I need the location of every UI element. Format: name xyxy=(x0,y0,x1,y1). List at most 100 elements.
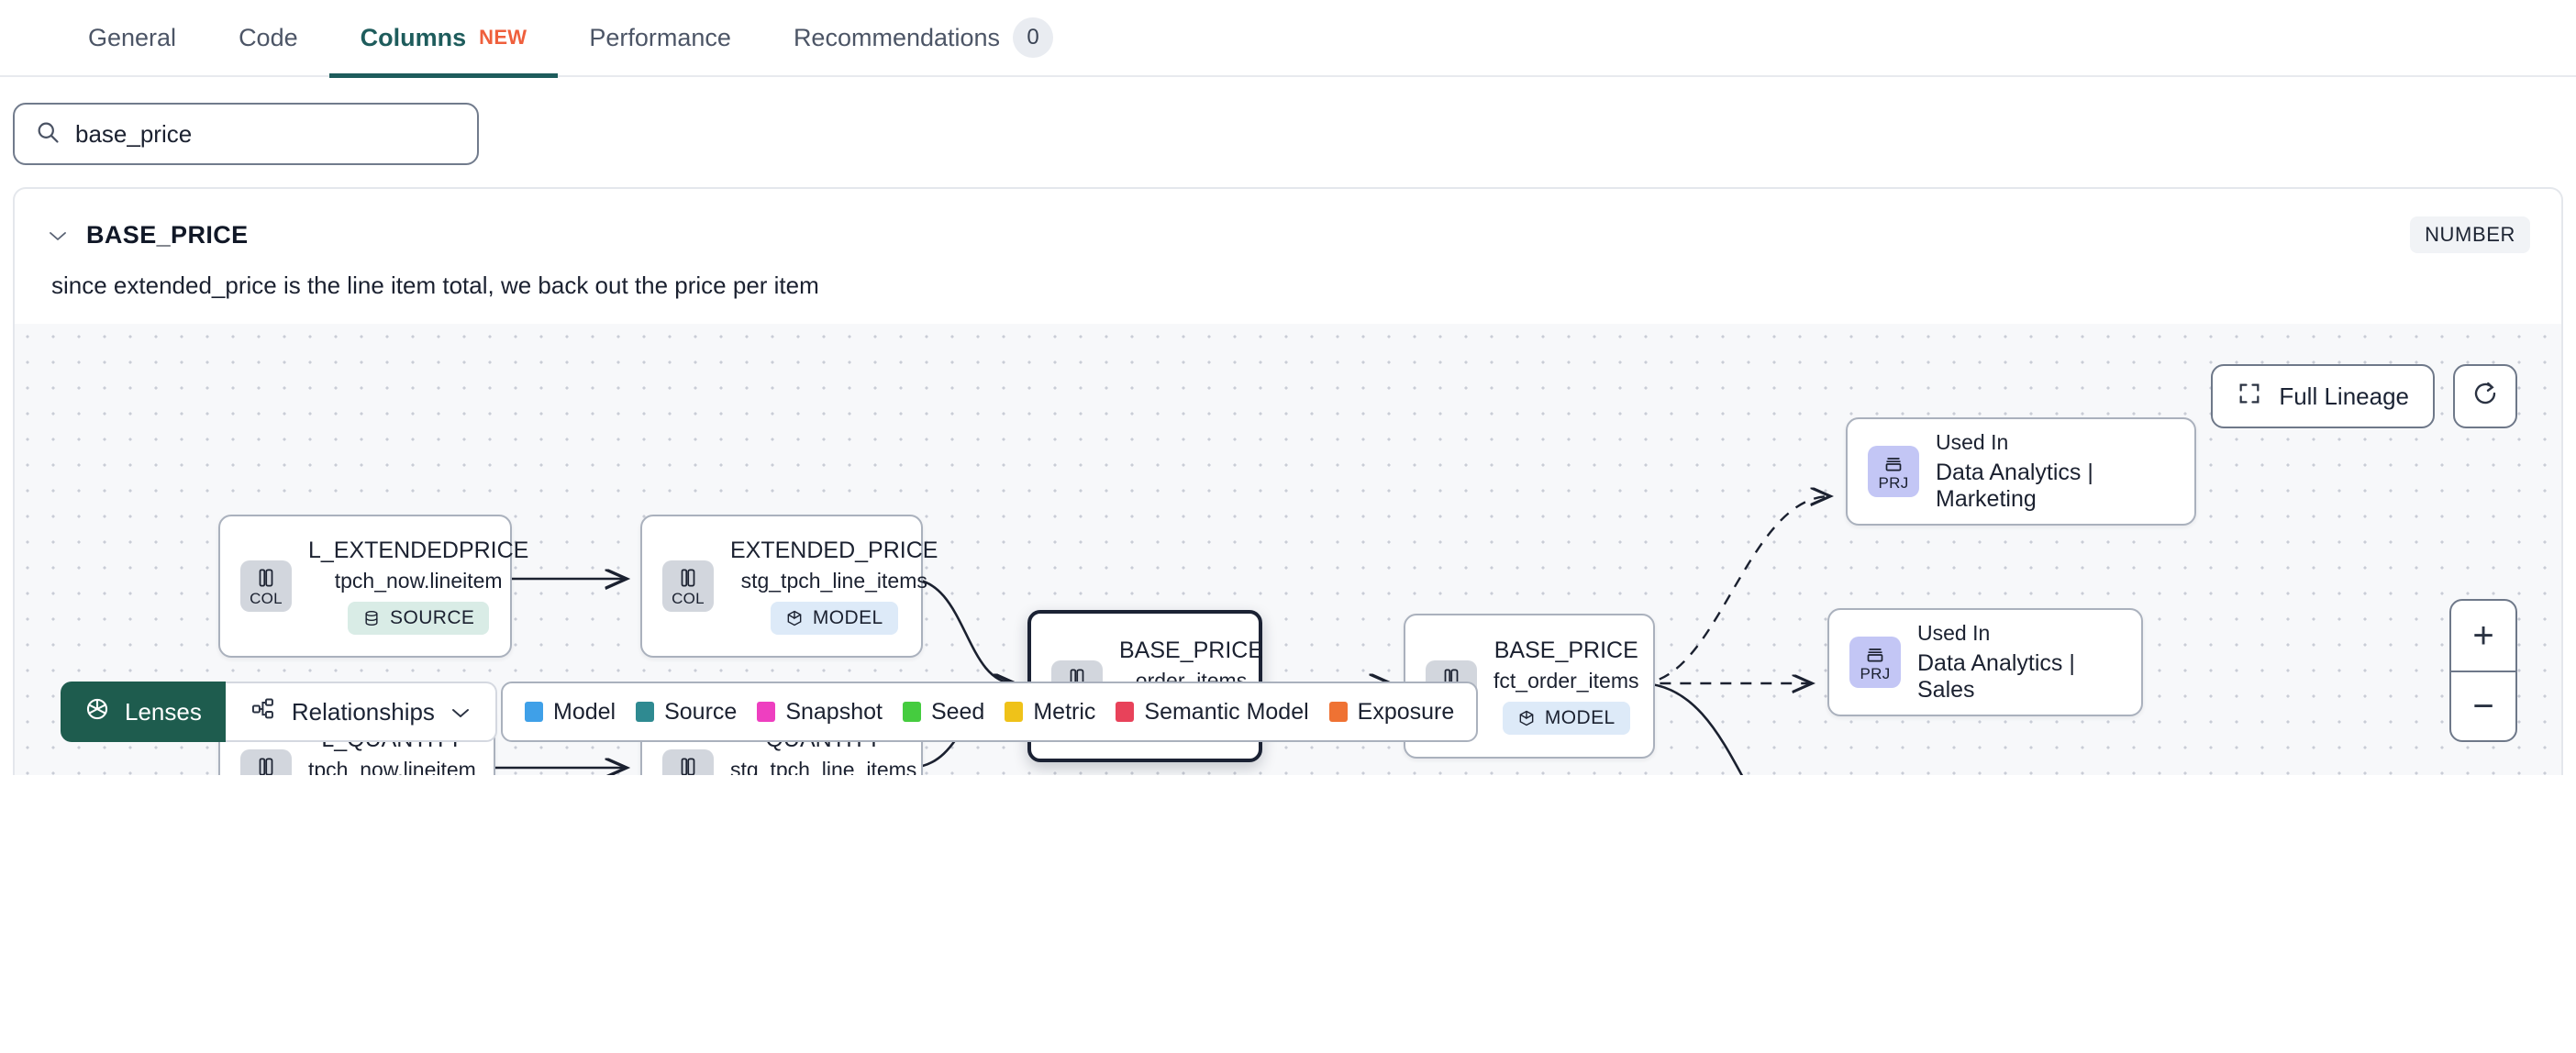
chevron-down-icon xyxy=(450,698,472,726)
node-type-pill: SOURCE xyxy=(348,602,490,635)
node-kind-label: PRJ xyxy=(1860,665,1891,682)
column-type-badge: NUMBER xyxy=(2410,216,2530,253)
full-lineage-label: Full Lineage xyxy=(2279,382,2409,410)
node-body: EXTENDED_PRICE stg_tpch_line_items MODEL xyxy=(730,538,938,635)
node-subtitle: Data Analytics | Marketing xyxy=(1936,460,2093,512)
legend-swatch xyxy=(902,702,921,722)
legend-swatch xyxy=(636,702,655,722)
relationships-label: Relationships xyxy=(291,697,435,726)
node-name: EXTENDED_PRICE xyxy=(730,538,938,563)
graph-icon xyxy=(250,696,277,728)
tab-columns[interactable]: Columns NEW xyxy=(328,0,559,78)
column-icon: COL xyxy=(240,560,292,612)
tab-general[interactable]: General xyxy=(57,0,207,76)
node-kind-label: PRJ xyxy=(1878,474,1909,492)
node-body: Used In Data Analytics | Marketing xyxy=(1936,430,2174,513)
legend-swatch xyxy=(1005,702,1024,722)
lineage-node-extended-price[interactable]: COL EXTENDED_PRICE stg_tpch_line_items M… xyxy=(640,515,938,658)
tab-code[interactable]: Code xyxy=(207,0,329,76)
legend-item-metric: Metric xyxy=(1005,699,1095,726)
column-description: since extended_price is the line item to… xyxy=(51,272,819,299)
node-body: Used In Data Analytics | Sales xyxy=(1917,621,2121,704)
lenses-label: Lenses xyxy=(125,697,202,726)
legend-label: Seed xyxy=(930,698,985,725)
zoom-controls: + − xyxy=(2449,599,2517,742)
tab-label: Performance xyxy=(589,23,731,51)
node-subtitle: fct_order_items xyxy=(1493,669,1639,693)
legend-label: Model xyxy=(553,698,616,725)
project-icon: PRJ xyxy=(1868,446,1919,497)
full-lineage-button[interactable]: Full Lineage xyxy=(2211,364,2435,428)
node-kind-label: COL xyxy=(250,590,283,607)
legend-label: Metric xyxy=(1033,698,1096,725)
node-name: BASE_PRICE xyxy=(1119,637,1264,663)
node-name: Used In xyxy=(1917,621,1991,645)
node-pill-label: MODEL xyxy=(812,607,883,628)
legend-swatch xyxy=(757,702,776,722)
legend-swatch xyxy=(1116,702,1135,722)
legend-item-semantic-model: Semantic Model xyxy=(1116,698,1309,726)
lineage-node-project-marketing[interactable]: PRJ Used In Data Analytics | Marketing xyxy=(1846,417,2196,526)
refresh-icon xyxy=(2471,380,2499,414)
legend-item-source: Source xyxy=(636,699,737,726)
tab-performance[interactable]: Performance xyxy=(558,0,762,76)
tab-label: General xyxy=(88,23,177,51)
legend-label: Source xyxy=(664,698,738,725)
column-detail-card: BASE_PRICE NUMBER since extended_price i… xyxy=(13,187,2563,324)
node-subtitle: stg_tpch_line_items xyxy=(740,569,927,593)
legend-item-exposure: Exposure xyxy=(1328,698,1455,726)
database-icon xyxy=(365,610,378,626)
canvas-bottom-controls: Lenses Relationships xyxy=(61,682,497,742)
tab-recommendations[interactable]: Recommendations 0 xyxy=(762,0,1084,76)
node-kind-label: COL xyxy=(672,590,705,607)
node-pill-label: SOURCE xyxy=(390,607,475,628)
node-body: L_EXTENDEDPRICE tpch_now.lineitem SOURCE xyxy=(308,538,528,635)
legend-swatch xyxy=(1328,702,1348,722)
search-box[interactable] xyxy=(13,103,479,165)
node-type-pill: MODEL xyxy=(1502,702,1630,735)
node-subtitle: tpch_now.lineitem xyxy=(334,569,503,593)
refresh-button[interactable] xyxy=(2453,364,2517,428)
legend-label: Snapshot xyxy=(785,698,883,725)
search-area xyxy=(0,77,2576,187)
node-type-pill: MODEL xyxy=(770,602,898,635)
node-name: BASE_PRICE xyxy=(1493,637,1638,663)
legend-item-model: Model xyxy=(525,699,616,726)
node-name: L_EXTENDEDPRICE xyxy=(308,538,529,563)
lineage-node-project-sales[interactable]: PRJ Used In Data Analytics | Sales xyxy=(1827,608,2143,716)
tab-bar: General Code Columns NEW Performance Rec… xyxy=(0,0,2576,78)
relationships-dropdown[interactable]: Relationships xyxy=(225,682,497,742)
search-icon xyxy=(35,119,61,150)
search-input[interactable] xyxy=(75,119,457,149)
legend-item-snapshot: Snapshot xyxy=(757,699,883,726)
chevron-down-icon[interactable] xyxy=(46,223,77,247)
node-pill-label: MODEL xyxy=(1544,707,1616,728)
cube-icon xyxy=(1519,710,1534,726)
cube-icon xyxy=(787,610,802,626)
lineage-node-l-extendedprice[interactable]: COL L_EXTENDEDPRICE tpch_now.lineitem SO… xyxy=(218,515,528,658)
legend-item-seed: Seed xyxy=(902,698,985,726)
project-icon: PRJ xyxy=(1849,637,1901,688)
zoom-out-button[interactable]: − xyxy=(2451,671,2515,740)
canvas-top-controls: Full Lineage xyxy=(2211,364,2517,428)
lineage-legend: Model Source Snapshot Seed Metric Semant… xyxy=(501,682,1479,742)
legend-label: Semantic Model xyxy=(1144,698,1309,725)
tab-new-badge: NEW xyxy=(479,26,527,49)
tab-label: Code xyxy=(239,23,298,51)
node-name: Used In xyxy=(1936,430,2009,454)
column-icon: COL xyxy=(662,560,714,612)
column-header: BASE_PRICE NUMBER xyxy=(15,189,2561,253)
zoom-in-button[interactable]: + xyxy=(2472,615,2494,656)
page-title: BASE_PRICE xyxy=(86,220,249,249)
aperture-icon xyxy=(84,696,110,728)
tab-label: Columns xyxy=(360,23,467,51)
recommendations-count-badge: 0 xyxy=(1013,17,1054,58)
lineage-canvas[interactable]: COL L_EXTENDEDPRICE tpch_now.lineitem SO… xyxy=(13,324,2563,775)
column-icon: COL xyxy=(662,749,714,775)
node-body: BASE_PRICE fct_order_items MODEL xyxy=(1493,637,1639,735)
node-subtitle: tpch_now.lineitem xyxy=(308,758,476,775)
legend-label: Exposure xyxy=(1357,698,1455,725)
node-subtitle: Data Analytics | Sales xyxy=(1917,650,2075,703)
column-icon: COL xyxy=(240,749,292,775)
lenses-button[interactable]: Lenses xyxy=(61,682,226,742)
